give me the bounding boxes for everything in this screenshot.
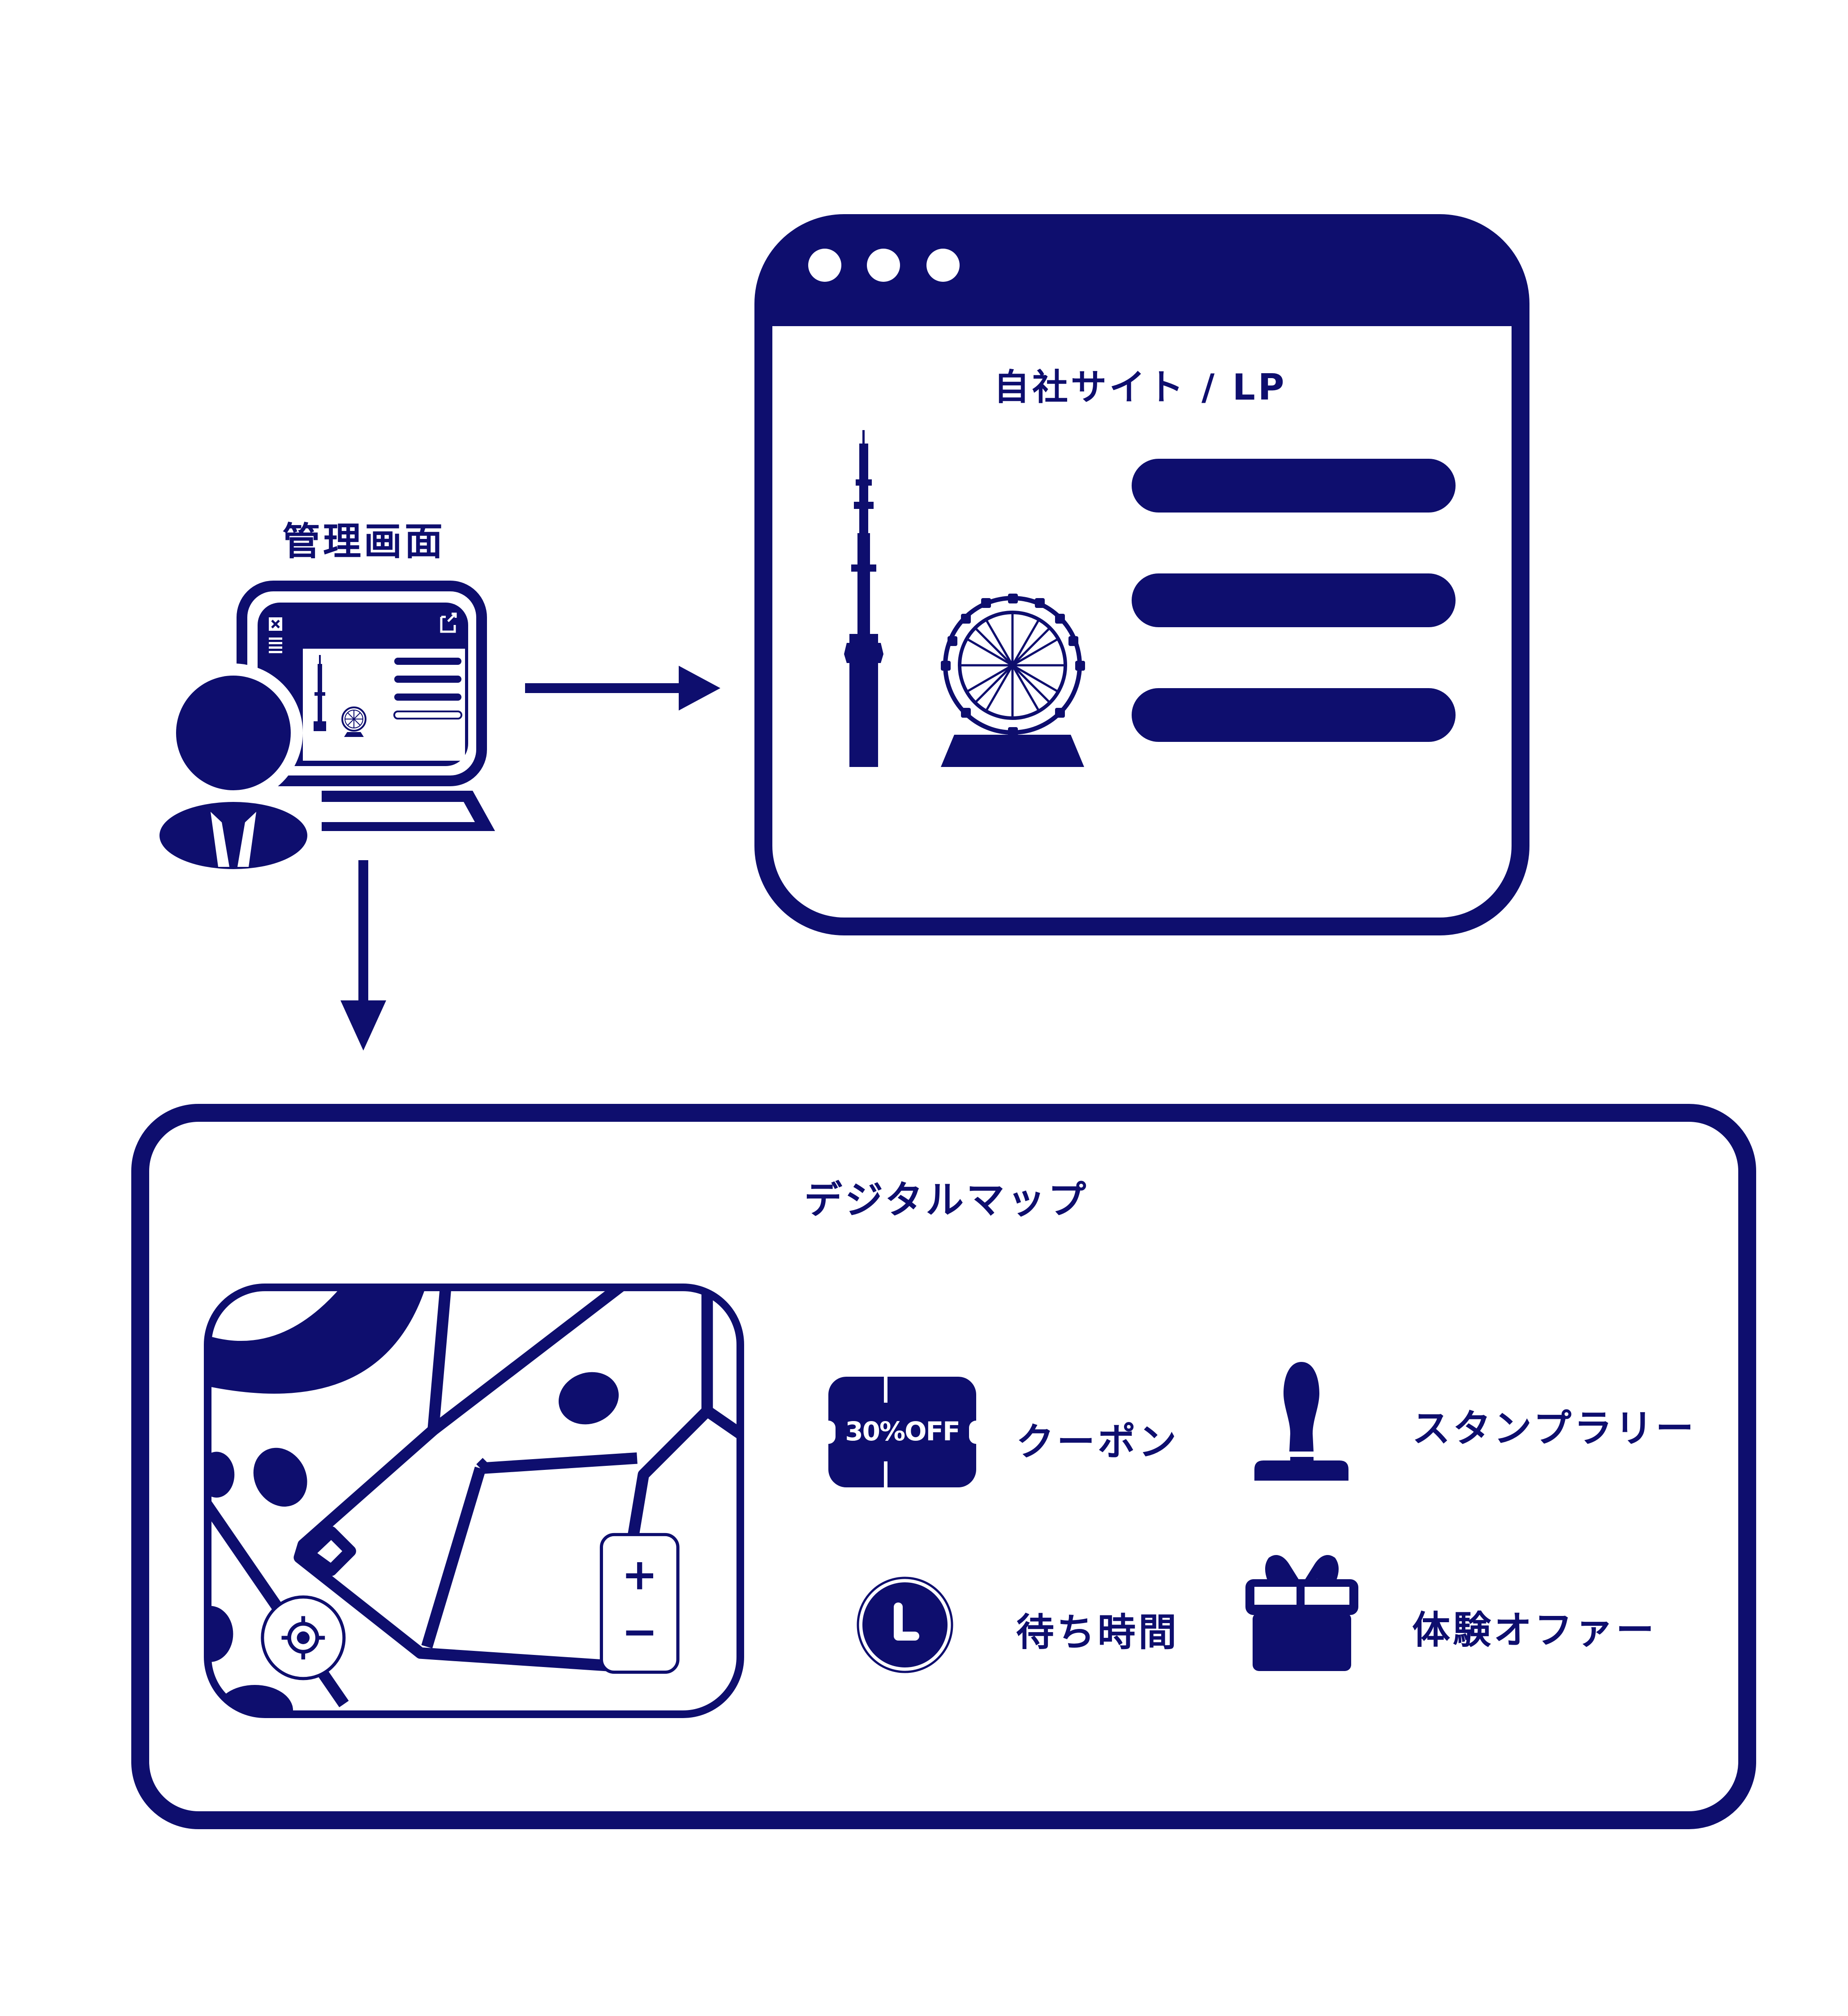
gift-icon [1245,1555,1358,1671]
arrow-down-icon [340,860,386,1051]
zoom-out-button[interactable]: − [621,1607,658,1657]
coupon-icon: 30%OFF [828,1377,976,1487]
feature-label-experience-offer: 体験オファー [1412,1608,1657,1653]
digital-map-panel [131,1104,1756,1829]
content-bar [1132,459,1456,513]
admin-label: 管理画面 [282,520,446,564]
person-icon [159,663,307,869]
monitor-icon [237,581,487,786]
tower-icon [314,655,326,731]
keyboard-icon [322,791,495,831]
feature-label-stamp-rally: スタンプラリー [1412,1407,1697,1451]
stamp-icon [1254,1362,1348,1481]
ferris-wheel-icon [941,594,1085,767]
zoom-in-button[interactable]: + [621,1549,658,1600]
content-bar [1132,573,1456,627]
map-illustration[interactable]: + − [204,1284,744,1718]
content-bar [1132,688,1456,742]
ferris-wheel-icon [341,706,366,737]
tower-icon [844,430,883,767]
digital-map-title: デジタルマップ [804,1178,1089,1223]
feature-label-wait-time: 待ち時間 [1016,1611,1180,1655]
arrow-right-icon [525,666,720,711]
website-illustration [844,430,1085,767]
admin-illustration [159,581,495,869]
clock-icon [857,1577,953,1673]
window-dot [808,249,841,282]
window-dot [867,249,900,282]
feature-label-coupon: クーポン [1016,1420,1180,1465]
window-dot [926,249,960,282]
locate-button[interactable] [261,1595,346,1680]
menu-icon [269,638,282,653]
coupon-text: 30%OFF [845,1416,960,1447]
website-title: 自社サイト / LP [994,366,1287,408]
close-icon [269,617,282,631]
external-link-icon [440,612,457,633]
zoom-controls[interactable]: + − [599,1533,680,1674]
